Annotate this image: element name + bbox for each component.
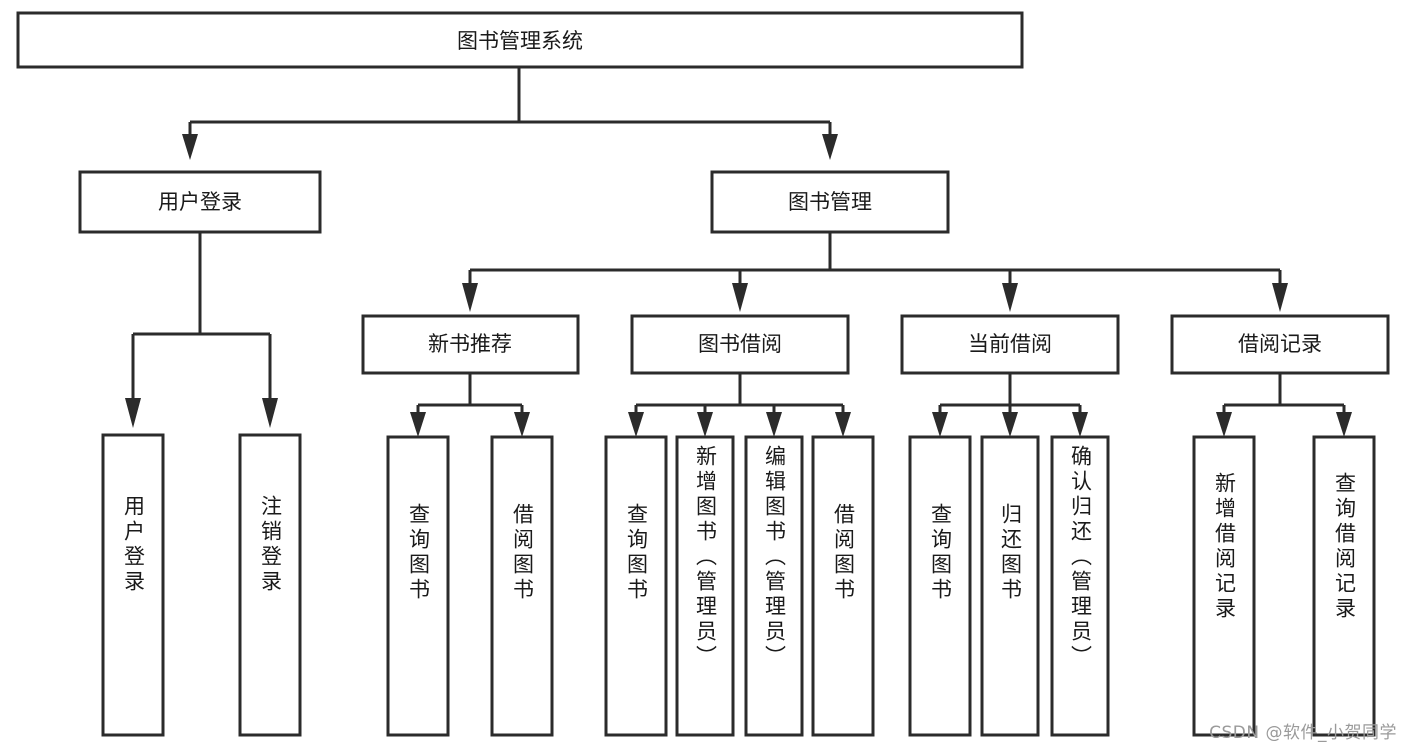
connector-group-borrowrecord xyxy=(1216,373,1352,437)
node-book-borrow-label: 图书借阅 xyxy=(698,332,782,356)
node-user-login-label: 用户登录 xyxy=(158,190,242,214)
arrow-head-leaf-cb-2 xyxy=(1002,412,1018,437)
arrow-head-leaf-user-login xyxy=(125,398,141,428)
node-borrow-record-box[interactable] xyxy=(1170,314,1390,375)
arrow-head-leaf-bb-2 xyxy=(697,412,713,437)
node-root[interactable]: 图书管理系统 xyxy=(16,11,1024,69)
leaf-box-nbr-borrow-book[interactable] xyxy=(490,435,554,737)
arrow-head-leaf-user-logout xyxy=(262,398,278,428)
leaf-box-cb-confirm-return[interactable] xyxy=(1050,435,1110,737)
arrow-head-leaf-br-1 xyxy=(1216,412,1232,437)
leaf-box-user-logout[interactable] xyxy=(238,433,302,737)
arrow-head-leaf-nbr-1 xyxy=(410,412,426,437)
arrow-head-leaf-cb-1 xyxy=(932,412,948,437)
node-new-book-recommend-box[interactable] xyxy=(361,314,580,375)
connector-group-currentborrow xyxy=(932,373,1088,437)
arrow-head-bookborrow xyxy=(732,283,748,312)
leaf-boxes-book-borrow xyxy=(604,435,875,737)
node-borrow-record-label: 借阅记录 xyxy=(1238,332,1322,356)
arrow-head-newbook xyxy=(462,283,478,312)
node-book-management-box[interactable] xyxy=(710,170,950,234)
leaf-box-bb-add-book[interactable] xyxy=(675,435,735,737)
connector-group-root xyxy=(182,67,838,160)
connector-group-bookborrow xyxy=(628,373,851,437)
leaf-box-user-login[interactable] xyxy=(101,433,165,737)
node-borrow-record[interactable]: 借阅记录 xyxy=(1170,314,1390,375)
leaf-boxes-user-login xyxy=(101,433,302,737)
leaf-box-bb-borrow-book[interactable] xyxy=(811,435,875,737)
arrow-head-leaf-bb-3 xyxy=(766,412,782,437)
arrow-head-currentborrow xyxy=(1002,283,1018,312)
arrow-head-leaf-br-2 xyxy=(1336,412,1352,437)
node-new-book-recommend[interactable]: 新书推荐 xyxy=(361,314,580,375)
arrow-head-leaf-nbr-2 xyxy=(514,412,530,437)
node-user-login[interactable]: 用户登录 xyxy=(78,170,322,234)
connector-group-bookmgmt xyxy=(462,232,1288,312)
arrow-head-bookmgmt xyxy=(822,134,838,160)
arrow-head-leaf-cb-3 xyxy=(1072,412,1088,437)
node-user-login-box[interactable] xyxy=(78,170,322,234)
node-root-label: 图书管理系统 xyxy=(457,29,583,53)
csdn-watermark: CSDN @软件_小贺同学 xyxy=(1209,723,1397,743)
leaf-box-bb-edit-book[interactable] xyxy=(744,435,804,737)
leaf-boxes-borrow-record xyxy=(1192,435,1376,737)
node-new-book-recommend-label: 新书推荐 xyxy=(428,332,512,356)
node-current-borrow-label: 当前借阅 xyxy=(968,332,1052,356)
leaf-boxes-current-borrow xyxy=(908,435,1110,737)
node-current-borrow-box[interactable] xyxy=(900,314,1120,375)
connector-group-userlogin xyxy=(125,232,278,428)
node-root-box[interactable] xyxy=(16,11,1024,69)
connector-group-newbookrec xyxy=(410,373,530,437)
leaf-box-cb-return-book[interactable] xyxy=(980,435,1040,737)
leaf-box-br-add-record[interactable] xyxy=(1192,435,1256,737)
arrow-head-leaf-bb-1 xyxy=(628,412,644,437)
leaf-box-bb-query-book[interactable] xyxy=(604,435,668,737)
arrow-head-borrowrecord xyxy=(1272,283,1288,312)
leaf-box-nbr-query-book[interactable] xyxy=(386,435,450,737)
arrow-head-leaf-bb-4 xyxy=(835,412,851,437)
node-book-management[interactable]: 图书管理 xyxy=(710,170,950,234)
node-book-borrow-box[interactable] xyxy=(630,314,850,375)
leaf-boxes-new-book-recommend xyxy=(386,435,554,737)
node-book-management-label: 图书管理 xyxy=(788,190,872,214)
node-current-borrow[interactable]: 当前借阅 xyxy=(900,314,1120,375)
node-book-borrow[interactable]: 图书借阅 xyxy=(630,314,850,375)
leaf-box-br-query-record[interactable] xyxy=(1312,435,1376,737)
arrow-head-userlogin xyxy=(182,134,198,160)
leaf-box-cb-query-book[interactable] xyxy=(908,435,972,737)
